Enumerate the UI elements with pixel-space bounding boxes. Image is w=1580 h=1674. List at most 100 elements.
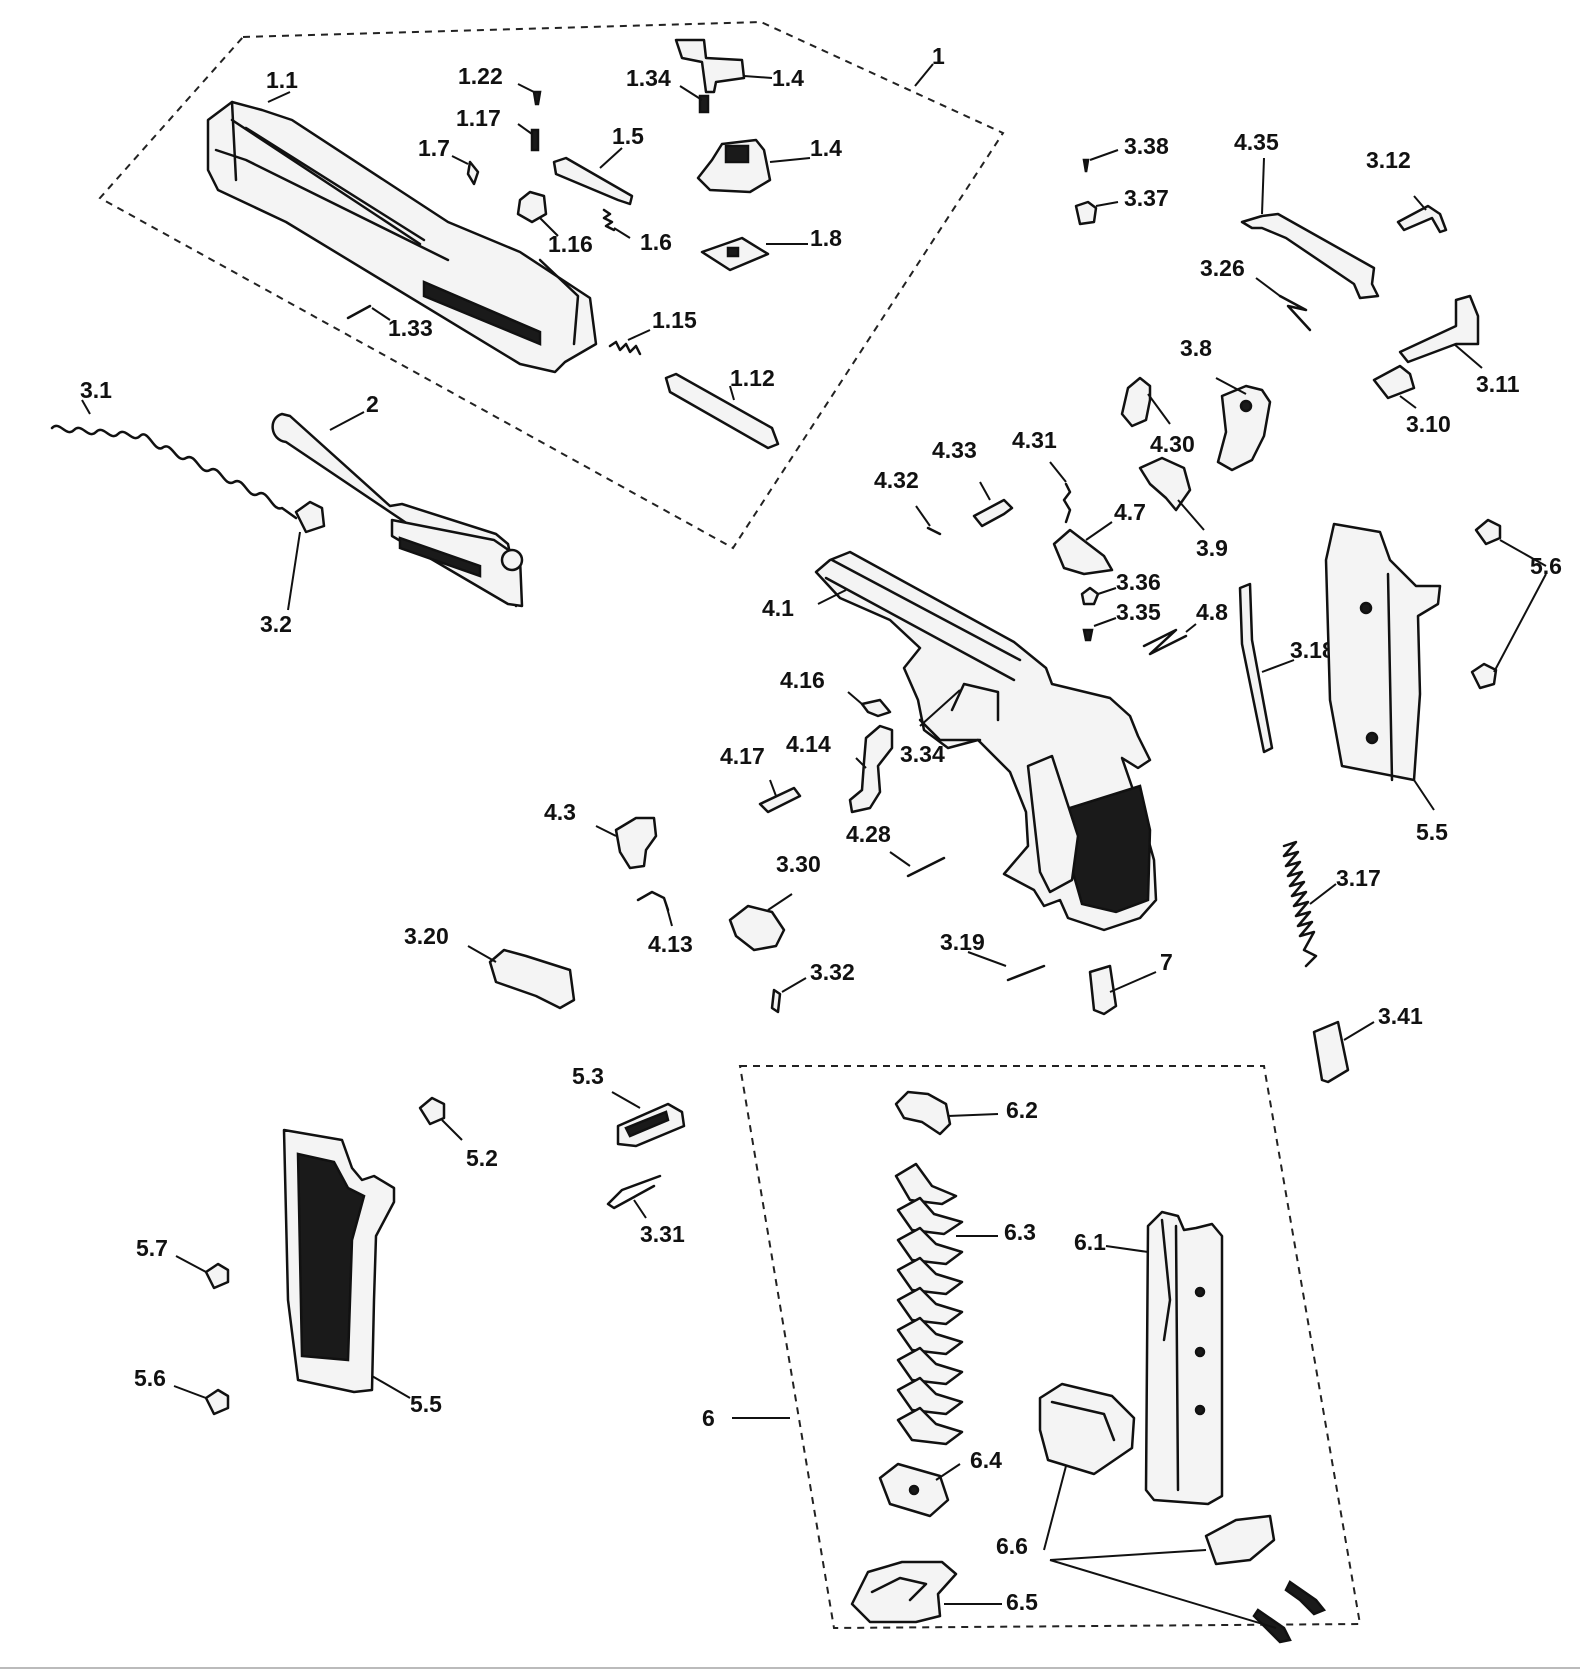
callout-3-37: 3.37 [1124, 185, 1169, 211]
callout-7: 7 [1160, 949, 1173, 975]
part-6-6-insert [1038, 1382, 1136, 1476]
callout-6-5: 6.5 [1006, 1589, 1038, 1615]
part-3-11 [1398, 294, 1480, 364]
callout-6-1: 6.1 [1074, 1229, 1106, 1255]
callout-5-5a: 5.5 [1416, 819, 1448, 845]
part-4-3 [614, 816, 658, 870]
callout-5-7: 5.7 [136, 1235, 168, 1261]
part-4-16 [860, 698, 892, 718]
callout-3-10: 3.10 [1406, 411, 1451, 437]
part-1-22 [532, 90, 542, 106]
part-3-26 [1278, 294, 1312, 332]
part-3-41 [1312, 1020, 1350, 1084]
callout-1-15: 1.15 [652, 307, 697, 333]
callout-6-4: 6.4 [970, 1447, 1002, 1473]
callout-3-11: 3.11 [1476, 371, 1520, 397]
callout-5-6b: 5.6 [134, 1365, 166, 1391]
part-1-15 [608, 340, 642, 356]
callout-3-12: 3.12 [1366, 147, 1411, 173]
callout-4-32: 4.32 [874, 467, 919, 493]
callout-1-1: 1.1 [266, 67, 298, 93]
part-5-2 [418, 1096, 446, 1126]
frame-part [814, 550, 1158, 932]
callout-1-4a: 1.4 [772, 65, 804, 91]
callout-6: 6 [702, 1405, 715, 1431]
callout-1-17: 1.17 [456, 105, 501, 131]
part-4-30 [1120, 376, 1152, 428]
callout-3-20: 3.20 [404, 923, 449, 949]
callout-6-2: 6.2 [1006, 1097, 1038, 1123]
part-4-13 [636, 890, 670, 912]
part-6-5 [850, 1560, 958, 1624]
callout-1-7: 1.7 [418, 135, 450, 161]
part-3-36 [1080, 586, 1100, 606]
part-4-7 [1052, 528, 1114, 576]
callout-4-35: 4.35 [1234, 129, 1279, 155]
callout-1-5: 1.5 [612, 123, 644, 149]
part-6-2 [894, 1090, 952, 1136]
callout-4-8: 4.8 [1196, 599, 1228, 625]
part-3-35 [1082, 628, 1094, 642]
part-3-31 [606, 1174, 662, 1210]
part-4-28 [906, 856, 946, 878]
callout-1-12: 1.12 [730, 365, 775, 391]
part-3-10 [1372, 364, 1416, 400]
callout-4-33: 4.33 [932, 437, 977, 463]
part-3-1 [50, 424, 164, 450]
callout-4-30: 4.30 [1150, 431, 1195, 457]
callout-3-36: 3.36 [1116, 569, 1161, 595]
part-3-12 [1396, 204, 1448, 234]
callout-4-14: 4.14 [786, 731, 831, 757]
part-6-3 [894, 1162, 964, 1446]
callout-2: 2 [366, 391, 379, 417]
part-4-33 [972, 498, 1014, 528]
part-1-33 [346, 304, 372, 320]
part-4-8 [1142, 628, 1188, 656]
part-3-38 [1082, 158, 1090, 173]
callout-3-41: 3.41 [1378, 1003, 1423, 1029]
part-4-35 [1240, 212, 1380, 300]
callout-3-30: 3.30 [776, 851, 821, 877]
part-1-4-rear-sight [696, 138, 772, 194]
callout-4-7: 4.7 [1114, 499, 1146, 525]
part-4-31 [1062, 482, 1072, 524]
callout-1-6: 1.6 [640, 229, 672, 255]
callout-1-4b: 1.4 [810, 135, 842, 161]
part-5-7 [204, 1262, 230, 1290]
part-5-6-screw-c [204, 1388, 230, 1416]
part-4-14 [848, 724, 894, 814]
part-1-5 [552, 156, 634, 206]
callout-1: 1 [932, 43, 945, 69]
part-3-20 [488, 948, 576, 1010]
callout-4-13: 4.13 [648, 931, 693, 957]
callout-4-28: 4.28 [846, 821, 891, 847]
part-1-12 [664, 372, 780, 450]
part-5-6-screw-b [1470, 662, 1498, 690]
callout-3-2: 3.2 [260, 611, 292, 637]
callout-3-38: 3.38 [1124, 133, 1169, 159]
part-4-17 [758, 786, 802, 814]
callout-5-6a: 5.6 [1530, 553, 1562, 579]
part-1-4-top [674, 38, 746, 94]
callout-4-31: 4.31 [1012, 427, 1057, 453]
part-6-1 [1144, 1210, 1224, 1506]
callout-1-34: 1.34 [626, 65, 671, 91]
callout-4-16: 4.16 [780, 667, 825, 693]
callout-3-35: 3.35 [1116, 599, 1161, 625]
grip-panel-left [282, 1128, 396, 1394]
callout-3-17: 3.17 [1336, 865, 1381, 891]
callout-1-33: 1.33 [388, 315, 433, 341]
callout-3-19: 3.19 [940, 929, 985, 955]
part-3-17 [1282, 840, 1318, 968]
part-6-6-screw-a [1284, 1580, 1327, 1616]
callout-6-3: 6.3 [1004, 1219, 1036, 1245]
part-5-6-screw-a [1474, 518, 1502, 546]
callout-4-3: 4.3 [544, 799, 576, 825]
slide-part [206, 100, 598, 374]
part-6-6-plate [1204, 1514, 1276, 1566]
callout-3-32: 3.32 [810, 959, 855, 985]
callout-1-22: 1.22 [458, 63, 503, 89]
part-1-6 [602, 208, 616, 232]
part-3-9 [1138, 456, 1192, 512]
